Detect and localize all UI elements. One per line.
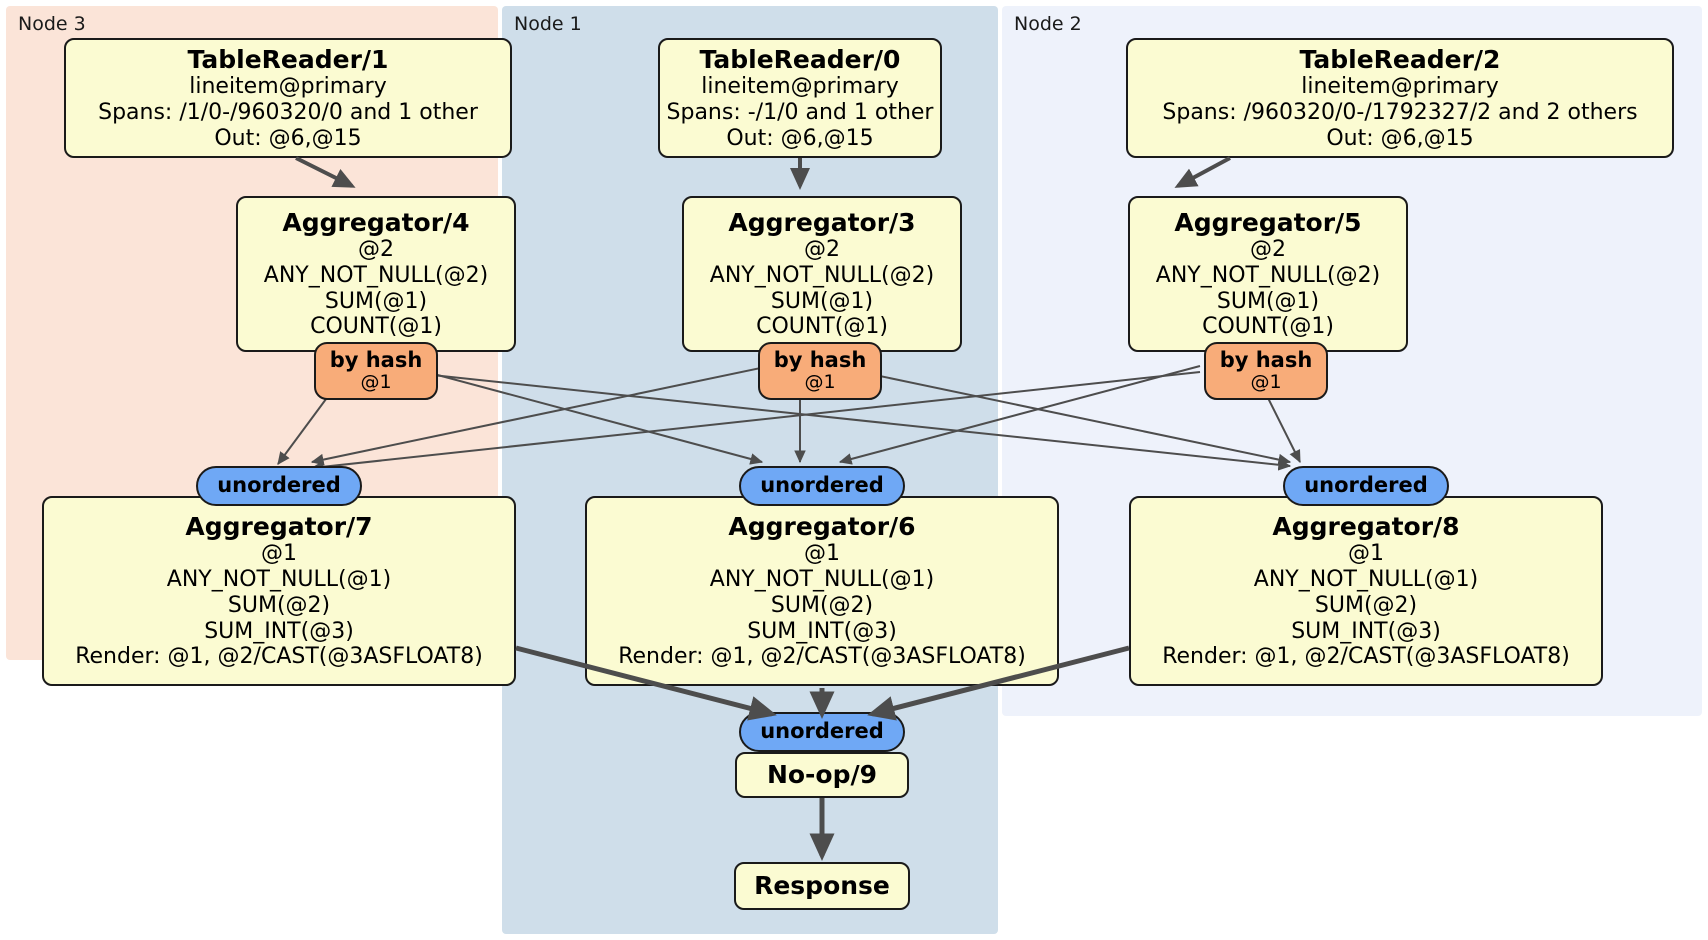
processor-line: lineitem@primary	[701, 74, 899, 100]
processor-line: SUM(@1)	[324, 288, 428, 314]
processor-line: @1	[804, 541, 840, 567]
processor-table-reader-1[interactable]: TableReader/1 lineitem@primary Spans: /1…	[64, 38, 512, 158]
node-panel-label-node2: Node 2	[1014, 13, 1082, 35]
processor-line: @2	[804, 237, 840, 263]
processor-line: Out: @6,@15	[726, 125, 874, 151]
processor-title: Aggregator/3	[728, 207, 916, 237]
processor-line: SUM(@2)	[227, 592, 331, 618]
processor-title: Response	[754, 871, 890, 901]
processor-aggregator-8[interactable]: Aggregator/8 @1 ANY_NOT_NULL(@1) SUM(@2)…	[1129, 496, 1603, 686]
processor-line: Render: @1, @2/CAST(@3ASFLOAT8)	[618, 644, 1026, 670]
processor-line: Out: @6,@15	[214, 125, 362, 151]
processor-line: SUM(@2)	[770, 592, 874, 618]
processor-line: @1	[261, 541, 297, 567]
router-by-hash-center[interactable]: by hash @1	[758, 342, 882, 400]
router-label: unordered	[1304, 473, 1428, 498]
processor-line: ANY_NOT_NULL(@2)	[263, 263, 489, 289]
router-unordered-left[interactable]: unordered	[196, 466, 362, 506]
router-sublabel: @1	[360, 371, 392, 394]
router-label: by hash	[773, 348, 867, 372]
processor-aggregator-6[interactable]: Aggregator/6 @1 ANY_NOT_NULL(@1) SUM(@2)…	[585, 496, 1059, 686]
processor-aggregator-3[interactable]: Aggregator/3 @2 ANY_NOT_NULL(@2) SUM(@1)…	[682, 196, 962, 352]
processor-line: SUM(@1)	[770, 288, 874, 314]
processor-title: Aggregator/5	[1174, 207, 1362, 237]
processor-line: ANY_NOT_NULL(@1)	[166, 567, 392, 593]
processor-title: Aggregator/4	[282, 207, 470, 237]
processor-title: TableReader/1	[187, 44, 389, 74]
processor-line: Spans: -/1/0 and 1 other	[666, 99, 934, 125]
router-sublabel: @1	[1250, 371, 1282, 394]
processor-line: ANY_NOT_NULL(@1)	[709, 567, 935, 593]
router-unordered-right[interactable]: unordered	[1283, 466, 1449, 506]
processor-line: SUM(@1)	[1216, 288, 1320, 314]
processor-line: COUNT(@1)	[756, 314, 888, 340]
node-panel-label-node3: Node 3	[18, 13, 86, 35]
processor-noop-9[interactable]: No-op/9	[735, 752, 909, 798]
processor-line: Render: @1, @2/CAST(@3ASFLOAT8)	[75, 644, 483, 670]
router-by-hash-left[interactable]: by hash @1	[314, 342, 438, 400]
processor-title: TableReader/2	[1299, 44, 1501, 74]
processor-line: COUNT(@1)	[310, 314, 442, 340]
router-label: by hash	[329, 348, 423, 372]
processor-line: Render: @1, @2/CAST(@3ASFLOAT8)	[1162, 644, 1570, 670]
processor-line: @2	[358, 237, 394, 263]
processor-table-reader-2[interactable]: TableReader/2 lineitem@primary Spans: /9…	[1126, 38, 1674, 158]
processor-line: COUNT(@1)	[1202, 314, 1334, 340]
processor-line: @2	[1250, 237, 1286, 263]
router-unordered-center[interactable]: unordered	[739, 466, 905, 506]
processor-line: lineitem@primary	[1301, 74, 1499, 100]
node-panel-label-node1: Node 1	[514, 13, 582, 35]
processor-title: Aggregator/7	[185, 511, 373, 541]
router-label: unordered	[760, 719, 884, 744]
processor-line: lineitem@primary	[189, 74, 387, 100]
processor-line: Out: @6,@15	[1326, 125, 1474, 151]
processor-line: Spans: /960320/0-/1792327/2 and 2 others	[1162, 99, 1638, 125]
processor-title: Aggregator/8	[1272, 511, 1460, 541]
processor-response[interactable]: Response	[734, 862, 910, 910]
processor-line: ANY_NOT_NULL(@2)	[1155, 263, 1381, 289]
processor-line: SUM(@2)	[1314, 592, 1418, 618]
router-by-hash-right[interactable]: by hash @1	[1204, 342, 1328, 400]
processor-title: TableReader/0	[699, 44, 901, 74]
processor-aggregator-5[interactable]: Aggregator/5 @2 ANY_NOT_NULL(@2) SUM(@1)…	[1128, 196, 1408, 352]
processor-aggregator-7[interactable]: Aggregator/7 @1 ANY_NOT_NULL(@1) SUM(@2)…	[42, 496, 516, 686]
router-unordered-final[interactable]: unordered	[739, 712, 905, 752]
processor-line: SUM_INT(@3)	[747, 618, 897, 644]
router-label: unordered	[760, 473, 884, 498]
processor-line: SUM_INT(@3)	[204, 618, 354, 644]
processor-title: No-op/9	[766, 760, 878, 790]
processor-line: ANY_NOT_NULL(@1)	[1253, 567, 1479, 593]
router-sublabel: @1	[804, 371, 836, 394]
router-label: by hash	[1219, 348, 1313, 372]
router-label: unordered	[217, 473, 341, 498]
processor-title: Aggregator/6	[728, 511, 916, 541]
processor-line: ANY_NOT_NULL(@2)	[709, 263, 935, 289]
processor-table-reader-0[interactable]: TableReader/0 lineitem@primary Spans: -/…	[658, 38, 942, 158]
processor-line: Spans: /1/0-/960320/0 and 1 other	[98, 99, 478, 125]
processor-line: SUM_INT(@3)	[1291, 618, 1441, 644]
processor-aggregator-4[interactable]: Aggregator/4 @2 ANY_NOT_NULL(@2) SUM(@1)…	[236, 196, 516, 352]
processor-line: @1	[1348, 541, 1384, 567]
